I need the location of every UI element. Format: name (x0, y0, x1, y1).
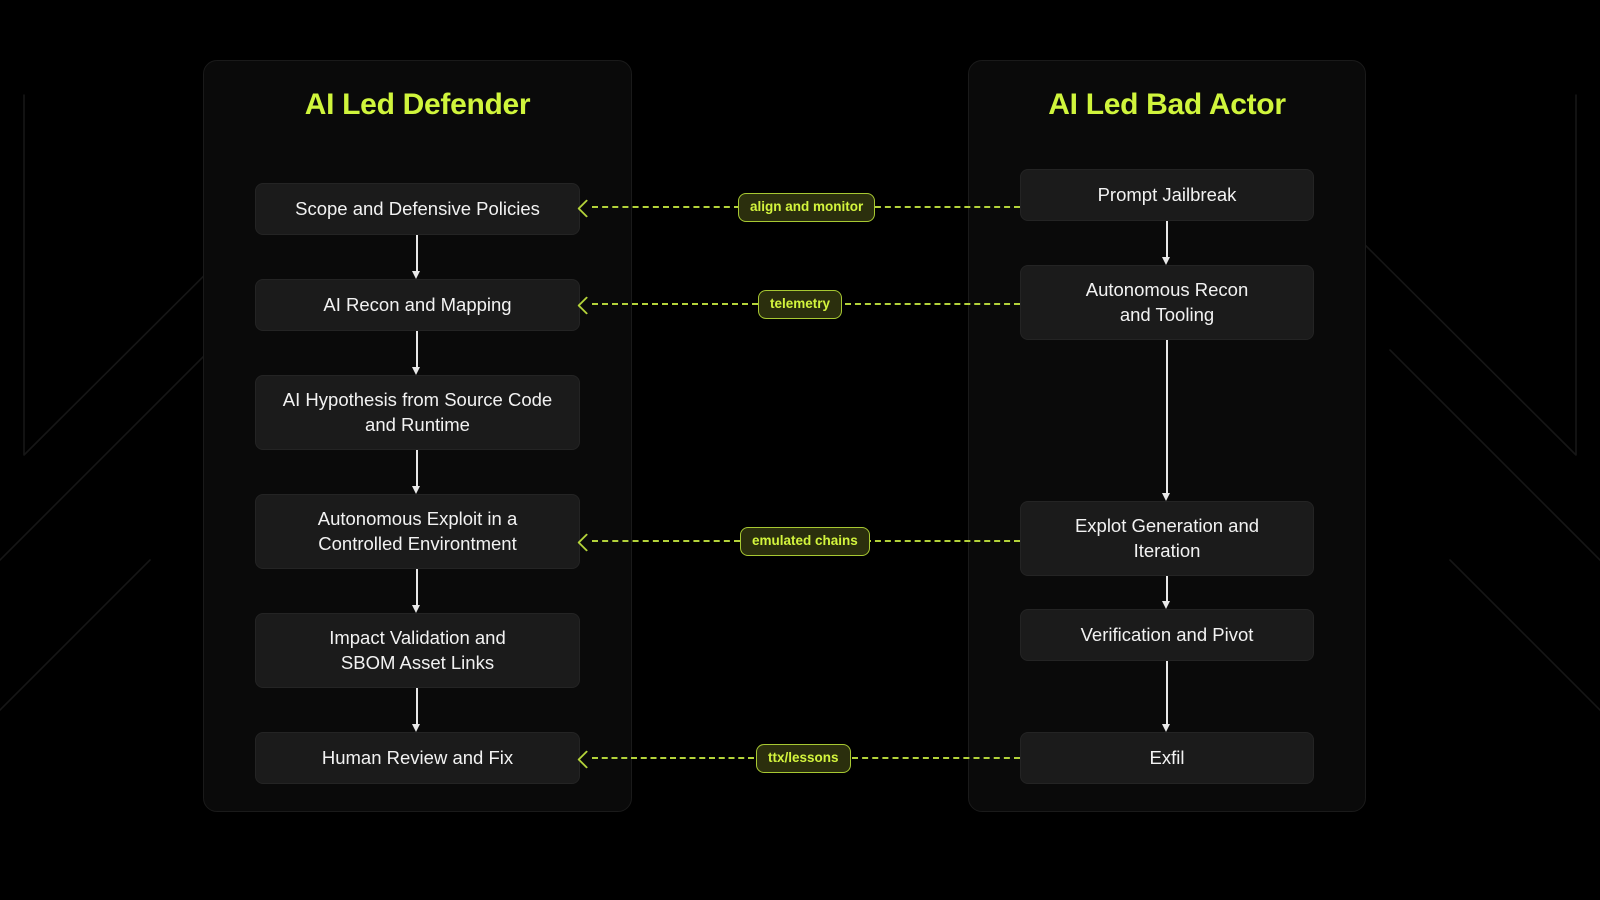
arrow-bad3-to-bad4 (1160, 576, 1174, 609)
arrow-head-icon (412, 724, 421, 732)
arrow-head-icon (1162, 724, 1171, 732)
dashed-line (592, 540, 740, 542)
dashed-line (592, 303, 758, 305)
arrow-head-icon (577, 198, 596, 218)
node-human-review-and-fix[interactable]: Human Review and Fix (255, 732, 580, 784)
node-ai-hypothesis-from-source-code-and-runtime[interactable]: AI Hypothesis from Source Code and Runti… (255, 375, 580, 450)
dashed-line (865, 206, 1020, 208)
arrow-def1-to-def2 (410, 235, 424, 279)
node-label: Autonomous Exploit in a Controlled Envir… (317, 507, 518, 554)
cross-link-telemetry (577, 295, 1020, 315)
arrow-stem (416, 450, 418, 487)
arrow-def4-to-def5 (410, 569, 424, 613)
node-label: AI Recon and Mapping (323, 293, 512, 315)
arrow-head-icon (1162, 493, 1171, 501)
arrow-head-icon (1162, 601, 1171, 609)
node-label: Autonomous Recon and Tooling (1085, 278, 1249, 325)
node-label: Human Review and Fix (321, 746, 514, 768)
arrow-head-icon (412, 486, 421, 494)
node-label: Impact Validation and SBOM Asset Links (329, 626, 506, 673)
cross-link-emulated-chains (577, 532, 1020, 552)
dashed-line (865, 540, 1020, 542)
arrow-head-icon (412, 271, 421, 279)
node-exfil[interactable]: Exfil (1020, 732, 1314, 784)
node-prompt-jailbreak[interactable]: Prompt Jailbreak (1020, 169, 1314, 221)
panel-left-title: AI Led Defender (304, 88, 531, 121)
arrow-head-icon (577, 532, 596, 552)
node-label: Verification and Pivot (1080, 623, 1254, 645)
arrow-stem (416, 331, 418, 368)
node-explot-generation-and-iteration[interactable]: Explot Generation and Iteration (1020, 501, 1314, 576)
node-label: Scope and Defensive Policies (295, 197, 540, 219)
cross-link-label-ttx-lessons[interactable]: ttx/lessons (756, 744, 851, 773)
arrow-stem (1166, 340, 1168, 494)
arrow-stem (416, 688, 418, 725)
dashed-line (592, 206, 740, 208)
node-autonomous-exploit-in-a-controlled-environtment[interactable]: Autonomous Exploit in a Controlled Envir… (255, 494, 580, 569)
arrow-bad1-to-bad2 (1160, 221, 1174, 265)
cross-link-label-telemetry[interactable]: telemetry (758, 290, 843, 319)
node-impact-validation-and-sbom-asset-links[interactable]: Impact Validation and SBOM Asset Links (255, 613, 580, 688)
node-scope-and-defensive-policies[interactable]: Scope and Defensive Policies (255, 183, 580, 235)
node-ai-recon-and-mapping[interactable]: AI Recon and Mapping (255, 279, 580, 331)
arrow-head-icon (412, 367, 421, 375)
arrow-stem (1166, 661, 1168, 725)
arrow-def3-to-def4 (410, 450, 424, 494)
arrow-head-icon (577, 295, 596, 315)
arrow-bad4-to-bad5 (1160, 661, 1174, 732)
cross-link-align-and-monitor (577, 198, 1020, 218)
node-label: Prompt Jailbreak (1097, 183, 1237, 205)
arrow-stem (1166, 221, 1168, 258)
node-label: Explot Generation and Iteration (1074, 514, 1260, 561)
arrow-def2-to-def3 (410, 331, 424, 375)
node-verification-and-pivot[interactable]: Verification and Pivot (1020, 609, 1314, 661)
arrow-head-icon (577, 749, 596, 769)
arrow-stem (1166, 576, 1168, 602)
cross-link-label-align-and-monitor[interactable]: align and monitor (738, 193, 876, 222)
arrow-stem (416, 569, 418, 606)
node-autonomous-recon-and-tooling[interactable]: Autonomous Recon and Tooling (1020, 265, 1314, 340)
dashed-line (845, 303, 1020, 305)
dashed-line (592, 757, 754, 759)
arrow-stem (416, 235, 418, 272)
dashed-line (852, 757, 1020, 759)
arrow-def5-to-def6 (410, 688, 424, 732)
panel-right-title: AI Led Bad Actor (1048, 88, 1286, 121)
arrow-bad2-to-bad3 (1160, 340, 1174, 501)
node-label: Exfil (1149, 746, 1185, 768)
arrow-head-icon (412, 605, 421, 613)
node-label: AI Hypothesis from Source Code and Runti… (282, 388, 553, 435)
cross-link-label-emulated-chains[interactable]: emulated chains (740, 527, 870, 556)
cross-link-ttx-lessons (577, 749, 1020, 769)
arrow-head-icon (1162, 257, 1171, 265)
